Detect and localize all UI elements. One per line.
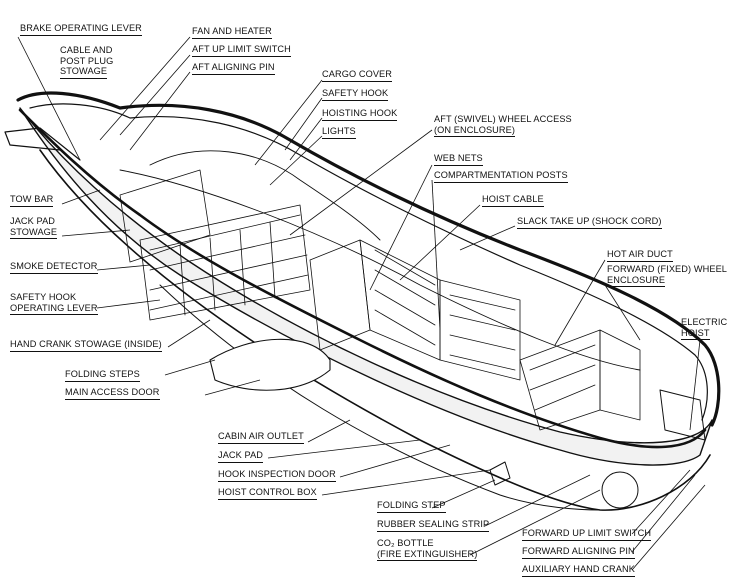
label-jack-pad: JACK PAD — [218, 450, 264, 463]
label-cabin-air-outlet: CABIN AIR OUTLET — [218, 431, 304, 444]
label-safety-hook: SAFETY HOOK — [322, 88, 389, 101]
label-aft-aligning-pin: AFT ALIGNING PIN — [192, 62, 275, 75]
label-folding-steps: FOLDING STEPS — [65, 369, 140, 382]
label-slack-take-up: SLACK TAKE UP (SHOCK CORD) — [517, 216, 662, 229]
label-cable-and-post-plug-stowage: CABLE AND POST PLUG STOWAGE — [60, 45, 113, 79]
label-cargo-cover: CARGO COVER — [322, 69, 393, 82]
cabin-floor — [119, 169, 641, 371]
compartment-frames — [119, 169, 641, 431]
label-hook-inspection-door: HOOK INSPECTION DOOR — [218, 469, 336, 482]
folding-step-shape — [489, 461, 511, 486]
tow-bar — [4, 127, 81, 161]
electric-hoist-shape — [659, 389, 706, 441]
label-web-nets: WEB NETS — [434, 153, 483, 166]
leader-lines — [17, 36, 706, 571]
label-auxiliary-hand-crank: AUXILIARY HAND CRANK — [522, 564, 635, 577]
label-hot-air-duct: HOT AIR DUCT — [607, 249, 673, 262]
label-hoisting-hook: HOISTING HOOK — [322, 108, 398, 121]
label-forward-fixed-wheel-enclosure: FORWARD (FIXED) WHEEL ENCLOSURE — [607, 264, 727, 287]
label-brake-operating-lever: BRAKE OPERATING LEVER — [20, 23, 142, 36]
label-aft-swivel-wheel-access: AFT (SWIVEL) WHEEL ACCESS (ON ENCLOSURE) — [434, 114, 572, 137]
hull-lower-body — [19, 107, 713, 466]
label-smoke-detector: SMOKE DETECTOR — [10, 261, 98, 274]
label-hoist-cable: HOIST CABLE — [482, 194, 544, 207]
label-fan-and-heater: FAN AND HEATER — [192, 26, 272, 39]
label-folding-step: FOLDING STEP — [377, 500, 446, 513]
label-forward-aligning-pin: FORWARD ALIGNING PIN — [522, 546, 635, 559]
label-compartmentation-posts: COMPARTMENTATION POSTS — [434, 170, 568, 183]
label-forward-up-limit-switch: FORWARD UP LIMIT SWITCH — [522, 528, 652, 541]
label-aft-up-limit-switch: AFT UP LIMIT SWITCH — [192, 44, 291, 57]
label-jack-pad-stowage: JACK PAD STOWAGE — [10, 216, 58, 239]
label-rubber-sealing-strip: RUBBER SEALING STRIP — [377, 519, 490, 532]
label-lights: LIGHTS — [322, 126, 356, 139]
label-tow-bar: TOW BAR — [10, 194, 54, 207]
cargo-cover — [149, 150, 381, 241]
label-hand-crank-stowage: HAND CRANK STOWAGE (INSIDE) — [10, 339, 162, 352]
label-co2-bottle: CO₂ BOTTLE (FIRE EXTINGUISHER) — [377, 538, 478, 561]
hull-rim-lower-edge — [18, 108, 707, 449]
main-access-door — [209, 338, 331, 391]
co2-bottle-shape — [601, 471, 639, 509]
label-hoist-control-box: HOIST CONTROL BOX — [218, 487, 317, 500]
hull-upper-rim — [16, 91, 721, 427]
label-safety-hook-operating-lever: SAFETY HOOK OPERATING LEVER — [10, 292, 98, 315]
hull-inner-rim — [29, 103, 708, 421]
hull-keel-line — [39, 149, 711, 511]
label-electric-hoist: ELECTRIC HOIST — [681, 317, 727, 340]
label-main-access-door: MAIN ACCESS DOOR — [65, 387, 160, 400]
